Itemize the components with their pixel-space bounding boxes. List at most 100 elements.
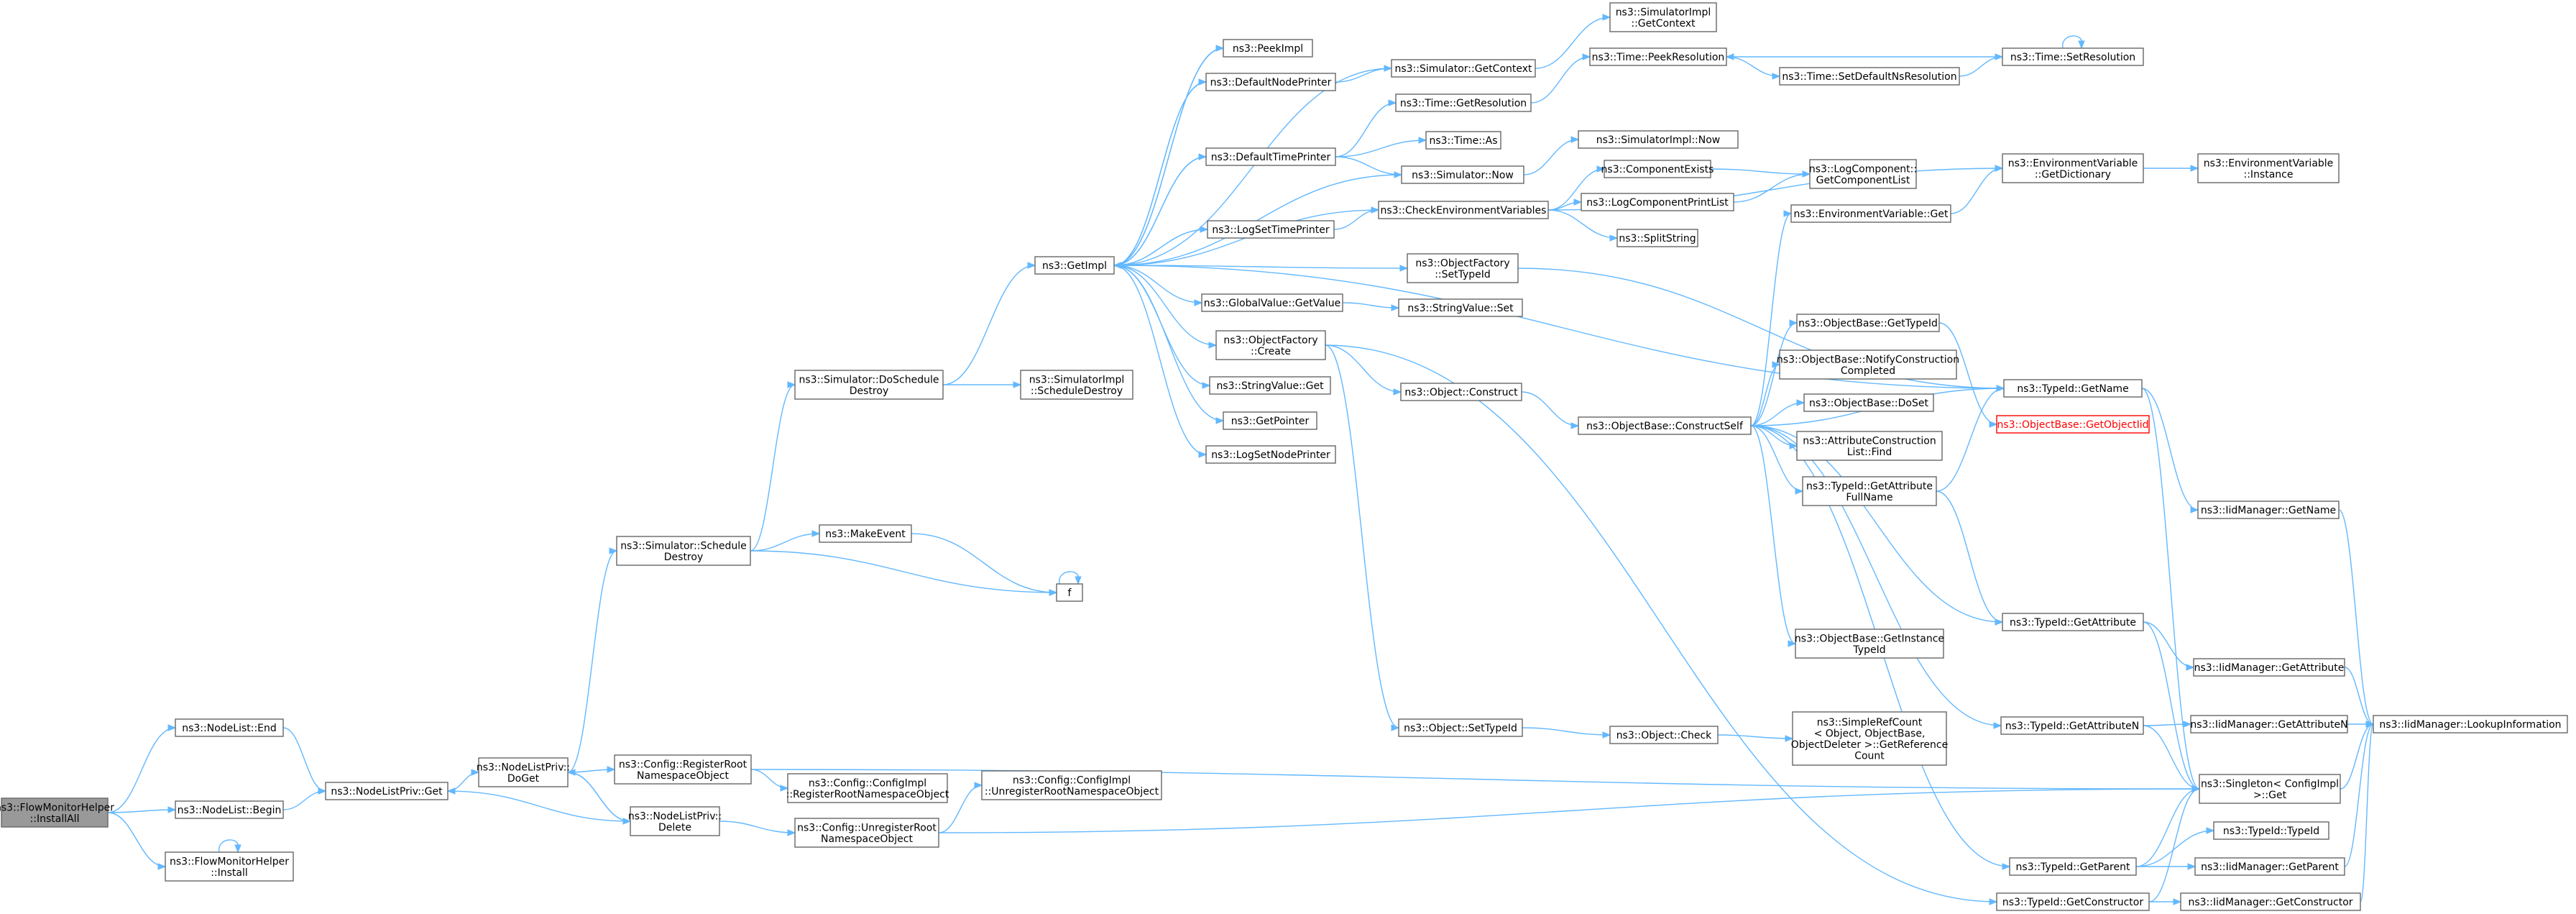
function-node[interactable]: ns3::TypeId::GetName	[2003, 379, 2143, 398]
function-node[interactable]: ns3::CheckEnvironmentVariables	[1378, 201, 1549, 219]
function-node[interactable]: ns3::TypeId::GetAttribute	[2002, 613, 2144, 631]
node-label: ns3::Time::GetResolution	[1400, 98, 1527, 109]
call-edge	[1325, 344, 1402, 393]
function-node[interactable]: ns3::Time::GetResolution	[1395, 93, 1532, 112]
function-node[interactable]: ns3::GlobalValue::GetValue	[1201, 293, 1343, 312]
function-node[interactable]: ns3::Time::SetDefaultNsResolution	[1779, 67, 1960, 86]
function-node[interactable]: ns3::ObjectBase::ConstructSelf	[1578, 416, 1752, 435]
function-node[interactable]: f	[1056, 583, 1083, 602]
function-node[interactable]: ns3::GetPointer	[1223, 411, 1317, 430]
function-node[interactable]: ns3::LogSetNodePrinter	[1205, 445, 1336, 464]
call-edge	[2141, 388, 2200, 790]
call-edge	[1750, 425, 1796, 644]
arrowhead	[318, 787, 327, 795]
function-node[interactable]: ns3::Object::Check	[1609, 726, 1719, 744]
function-node[interactable]: ns3::SimulatorImpl::Now	[1578, 130, 1739, 149]
call-edge	[2143, 621, 2200, 790]
function-node[interactable]: ns3::StringValue::Set	[1398, 298, 1523, 317]
function-node[interactable]: ns3::IidManager::GetAttributeN	[2190, 715, 2348, 734]
arrowhead	[566, 769, 576, 776]
function-node[interactable]: ns3::LogComponent::GetComponentList	[1809, 159, 1917, 189]
function-node[interactable]: ns3::PeekImpl	[1223, 39, 1313, 58]
arrowhead	[1371, 206, 1380, 214]
node-label: ::SetTypeId	[1435, 269, 1491, 280]
node-box	[1, 798, 109, 828]
function-node[interactable]: ns3::IidManager::GetAttribute	[2193, 658, 2345, 677]
node-label: f	[1068, 588, 1072, 599]
function-node[interactable]: ns3::Simulator::Now	[1401, 165, 1524, 184]
function-node[interactable]: ns3::NodeList::End	[175, 718, 284, 737]
function-node[interactable]: ns3::Simulator::GetContext	[1391, 59, 1536, 78]
function-node[interactable]: ns3::IidManager::GetName	[2197, 501, 2340, 519]
arrowhead	[167, 806, 177, 813]
function-node[interactable]: ns3::NodeList::Begin	[175, 800, 284, 819]
function-node[interactable]: ns3::LogComponentPrintList	[1581, 193, 1734, 211]
function-node[interactable]: ns3::NodeListPriv::Delete	[628, 806, 722, 836]
function-node[interactable]: ns3::ObjectBase::NotifyConstructionCompl…	[1777, 349, 1959, 380]
node-label: ns3::Object::Construct	[1404, 387, 1518, 398]
function-node[interactable]: ns3::FlowMonitorHelper::InstallAll	[0, 798, 114, 828]
node-box	[1407, 253, 1519, 283]
function-node[interactable]: ns3::IidManager::GetParent	[2194, 857, 2345, 876]
function-node[interactable]: ns3::IidManager::GetConstructor	[2180, 892, 2361, 911]
node-label: ns3::ComponentExists	[1601, 164, 1714, 175]
function-node[interactable]: ns3::ObjectFactory::SetTypeId	[1407, 253, 1519, 283]
function-node[interactable]: ns3::FlowMonitorHelper::Install	[165, 851, 294, 882]
function-node[interactable]: ns3::LogSetTimePrinter	[1207, 220, 1335, 239]
function-node[interactable]: ns3::Simulator::ScheduleDestroy	[616, 536, 751, 566]
function-node[interactable]: ns3::TypeId::GetAttributeN	[2000, 716, 2144, 735]
function-node[interactable]: ns3::MakeEvent	[819, 524, 912, 543]
call-edge	[2143, 725, 2200, 790]
function-node[interactable]: ns3::SplitString	[1616, 229, 1698, 247]
function-node[interactable]: ns3::DefaultNodePrinter	[1205, 73, 1336, 91]
function-node[interactable]: ns3::NodeListPriv::Get	[325, 782, 448, 800]
function-node[interactable]: ns3::Config::ConfigImpl::RegisterRootNam…	[786, 773, 949, 803]
function-node[interactable]: ns3::TypeId::TypeId	[2213, 821, 2329, 840]
function-node[interactable]: ns3::SimpleRefCount< Object, ObjectBase,…	[1791, 711, 1948, 766]
call-edge	[1938, 322, 1997, 425]
arrowhead	[1394, 171, 1403, 178]
function-node[interactable]: ns3::ObjectBase::GetObjectIid	[1996, 415, 2150, 434]
function-node[interactable]: ns3::Config::RegisterRootNamespaceObject	[614, 754, 752, 785]
node-box	[2197, 501, 2340, 519]
function-node[interactable]: ns3::StringValue::Get	[1209, 376, 1331, 395]
function-node[interactable]: ns3::Object::SetTypeId	[1398, 718, 1523, 737]
function-node[interactable]: ns3::ComponentExists	[1601, 160, 1714, 178]
function-node[interactable]: ns3::GetImpl	[1034, 256, 1115, 275]
call-edge	[1113, 229, 1208, 266]
function-node[interactable]: ns3::TypeId::GetParent	[2009, 857, 2137, 876]
call-edge	[1113, 68, 1392, 266]
node-label: ns3::Config::RegisterRoot	[619, 759, 748, 770]
function-node[interactable]: ns3::NodeListPriv::DoGet	[477, 757, 570, 787]
function-node[interactable]: ns3::Object::Construct	[1400, 383, 1522, 401]
function-node[interactable]: ns3::DefaultTimePrinter	[1205, 147, 1336, 166]
function-node[interactable]: ns3::ObjectBase::DoSet	[1803, 393, 1934, 412]
function-node[interactable]: ns3::SimulatorImpl::ScheduleDestroy	[1020, 370, 1133, 400]
arrowhead	[2187, 863, 2196, 870]
function-node[interactable]: ns3::IidManager::LookupInformation	[2373, 715, 2568, 734]
node-box	[616, 536, 751, 566]
node-label: ::RegisterRootNamespaceObject	[786, 789, 949, 800]
function-node[interactable]: ns3::TypeId::GetConstructor	[1996, 892, 2150, 911]
function-node[interactable]: ns3::Time::As	[1425, 131, 1501, 150]
node-box	[787, 773, 948, 803]
function-node[interactable]: ns3::ObjectFactory::Create	[1215, 330, 1326, 360]
node-label: ns3::Config::ConfigImpl	[1013, 774, 1131, 786]
function-node[interactable]: ns3::Singleton< ConfigImpl>::Get	[2199, 774, 2341, 804]
function-node[interactable]: ns3::Time::PeekResolution	[1589, 47, 1727, 66]
function-node[interactable]: ns3::Config::UnregisterRootNamespaceObje…	[794, 818, 939, 848]
function-node[interactable]: ns3::ObjectBase::GetTypeId	[1796, 314, 1940, 332]
function-node[interactable]: ns3::EnvironmentVariable::GetDictionary	[2002, 153, 2144, 183]
node-label: ns3::EnvironmentVariable	[2008, 157, 2138, 169]
function-node[interactable]: ns3::SimulatorImpl::GetContext	[1609, 2, 1717, 32]
function-node[interactable]: ns3::EnvironmentVariable::Get	[1790, 204, 1951, 223]
function-node[interactable]: ns3::Time::SetResolution	[2002, 47, 2144, 66]
function-node[interactable]: ns3::Config::ConfigImpl::UnregisterRootN…	[981, 770, 1162, 800]
node-box	[794, 370, 944, 400]
call-edge	[1335, 68, 1392, 83]
function-node[interactable]: ns3::EnvironmentVariable::Instance	[2197, 153, 2340, 183]
